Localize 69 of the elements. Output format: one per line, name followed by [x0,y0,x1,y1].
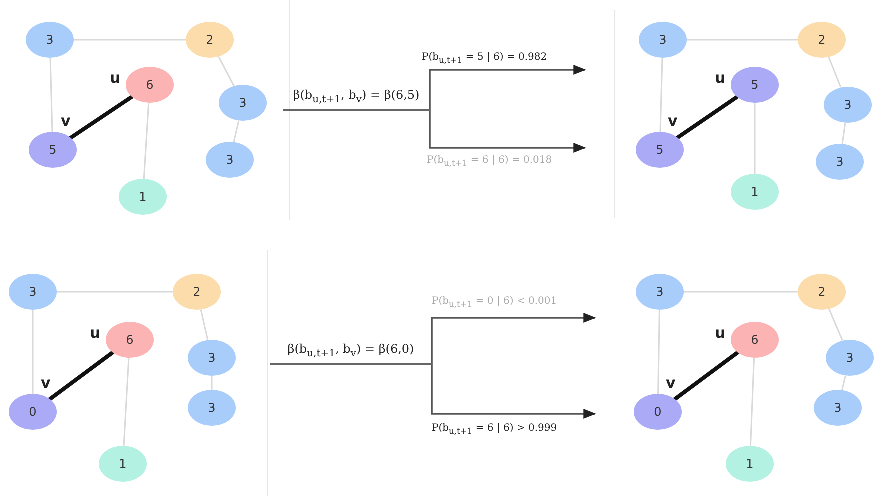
graph-node: 0 [9,394,57,430]
arrow [429,64,586,112]
graph-node: 3 [639,22,687,58]
node-annotation: v [61,112,71,130]
highlighted-edge [48,350,115,402]
graph-node: 3 [26,22,74,58]
graph-edge [218,56,235,87]
graph-node: 2 [798,22,846,58]
graph-edge [750,358,756,446]
graph-node: 2 [798,274,846,310]
graph-edge [74,39,186,41]
graph-edge [32,310,34,394]
graph-edge [828,308,844,342]
graph-edge [684,291,798,293]
graph-edge [842,122,846,144]
graph-edge [842,376,846,390]
graph-node: 2 [186,22,234,58]
graph-edge [211,376,213,390]
graph-node: 3 [219,85,267,121]
graph-node: 3 [816,144,864,180]
node-annotation: v [41,374,51,392]
graph-edge [50,58,54,132]
graph-node: 3 [814,390,862,426]
node-annotation: u [90,324,101,342]
node-annotation: v [666,374,676,392]
graph-edge [687,39,798,41]
highlighted-edge [676,95,740,140]
graph-node: 1 [119,179,167,215]
graph-node: 3 [188,390,236,426]
graph-node: 5 [29,132,77,168]
graph-node: 6 [126,67,174,103]
graph-edge [828,56,842,88]
formula: β(b$_{u,t+1}$, b$_{v}$) = β(6,5) [283,88,430,112]
graph-node: 3 [824,87,872,123]
graph-node: 5 [731,67,779,103]
node-annotation: u [715,324,726,342]
graph-edge [143,102,150,180]
graph-node: 6 [106,322,154,358]
graph-node: 5 [636,132,684,168]
arrow [429,112,586,154]
graph-node: 2 [173,274,221,310]
graph-node: 3 [826,340,874,376]
graph-node: 3 [206,142,254,178]
graph-node: 1 [731,174,779,210]
edge-label: P(b$_{u,t+1}$ = 6 | 6) > 0.999 [430,423,560,436]
node-annotation: u [715,69,726,87]
edge-label: P(b$_{u,t+1}$ = 5 | 6) = 0.982 [420,52,550,65]
graph-node: 3 [9,274,57,310]
arrow [431,366,596,420]
graph-node: 1 [726,446,774,482]
graph-node: 3 [636,274,684,310]
arrow [431,312,596,366]
graph-edge [233,120,240,142]
graph-edge [660,58,664,132]
formula: β(b$_{u,t+1}$, b$_{v}$) = β(6,0) [270,342,432,366]
edge-label: P(b$_{u,t+1}$ = 6 | 6) = 0.018 [425,155,554,168]
highlighted-edge [673,350,740,402]
graph-edge [57,291,173,293]
graph-edge [123,358,130,446]
graph-node: 0 [634,394,682,430]
graph-edge [658,310,660,394]
graph-edge [200,310,209,340]
graph-node: 1 [99,446,147,482]
node-annotation: v [668,112,678,130]
node-annotation: u [110,69,121,87]
highlighted-edge [68,95,134,140]
graph-node: 3 [188,340,236,376]
graph-edge [754,103,756,174]
graph-node: 6 [731,322,779,358]
